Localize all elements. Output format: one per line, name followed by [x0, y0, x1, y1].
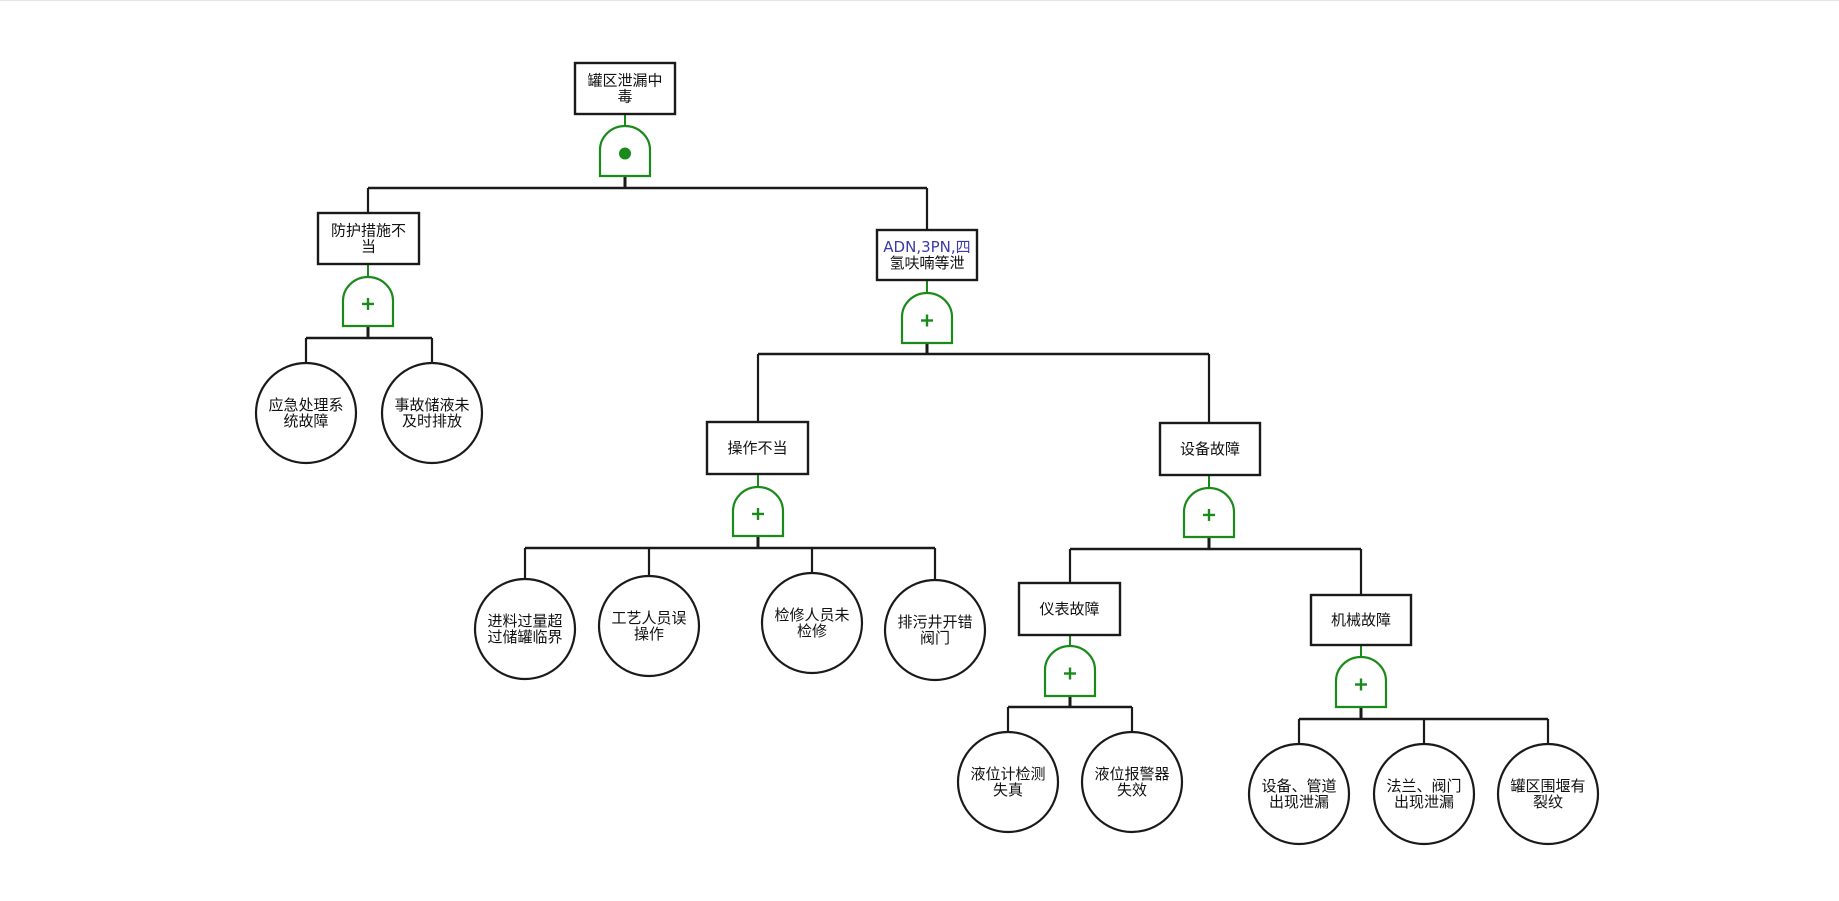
and-gate-dot-icon [619, 147, 631, 160]
basic-event-circle [883, 578, 987, 682]
event-box [1309, 593, 1413, 647]
event-label-line: 防护措施不 [331, 222, 406, 240]
intermediate-event-n3[interactable]: 操作不当 [705, 420, 810, 476]
or-gate-icon [900, 291, 954, 345]
event-label-line: 失真 [993, 781, 1023, 799]
event-label-line: 检修人员未 [774, 606, 849, 624]
event-label-line: 毒 [617, 88, 632, 106]
event-label-line: 罐区泄漏中 [587, 72, 662, 90]
and-gate-icon [598, 124, 652, 178]
event-label-line: 出现泄漏 [1394, 793, 1454, 811]
or-gate-icon [731, 485, 785, 538]
event-label-line: 当 [361, 238, 376, 256]
event-label-line: 排污井开错 [897, 613, 972, 631]
or-gate-icon [341, 275, 395, 328]
basic-event-circle [956, 730, 1060, 834]
event-label-line: 裂纹 [1533, 793, 1563, 811]
connector-lines [304, 114, 1550, 744]
basic-event-circle [254, 361, 358, 465]
event-label-line: 法兰、阀门 [1386, 777, 1461, 795]
or-gate-icon [1182, 486, 1236, 539]
event-label-line: 设备故障 [1180, 440, 1240, 458]
event-box [705, 420, 810, 476]
event-label-line: 仪表故障 [1039, 600, 1099, 618]
event-label-line: 操作 [634, 625, 664, 643]
event-label-line: 统故障 [283, 412, 328, 430]
basic-event-circle [760, 571, 864, 675]
intermediate-event-n5[interactable]: 仪表故障 [1017, 581, 1122, 637]
top-border [0, 0, 1839, 1]
event-nodes: 罐区泄漏中毒防护措施不当应急处理系统故障事故储液未及时排放ADN,3PN,四氢呋… [254, 61, 1600, 846]
event-label-line: 失效 [1117, 781, 1147, 799]
intermediate-event-n6[interactable]: 机械故障 [1309, 593, 1413, 647]
event-label-line: 出现泄漏 [1269, 793, 1329, 811]
event-box [1017, 581, 1122, 637]
or-gate-icon [1334, 655, 1388, 709]
event-label-line: 罐区围堰有 [1510, 777, 1585, 795]
or-gate-icon [1043, 644, 1097, 698]
event-label-line: ADN,3PN,四 [883, 238, 970, 256]
event-label-line: 工艺人员误 [611, 609, 686, 627]
event-label-line: 过储罐临界 [487, 628, 562, 646]
event-label-line: 应急处理系 [268, 396, 343, 414]
event-label-line: 液位计检测 [970, 765, 1045, 783]
basic-event-circle [473, 577, 577, 681]
event-label-line: 检修 [797, 622, 827, 640]
event-box [573, 61, 677, 116]
basic-event-circle [597, 574, 701, 678]
intermediate-event-n4[interactable]: 设备故障 [1158, 421, 1262, 477]
event-label-line: 阀门 [920, 629, 950, 647]
event-label-line: 操作不当 [727, 439, 787, 457]
event-label-line: 液位报警器 [1094, 765, 1169, 783]
event-label-line: 进料过量超 [487, 612, 562, 630]
event-label-line: 机械故障 [1331, 611, 1391, 629]
logic-gates [341, 124, 1388, 709]
event-label-line: 设备、管道 [1261, 777, 1336, 795]
event-label-line: 氢呋喃等泄 [889, 254, 964, 272]
basic-event-circle [1080, 730, 1184, 834]
event-box [316, 211, 421, 266]
basic-event-circle [1372, 742, 1476, 846]
event-box [875, 228, 979, 282]
event-label-line: 及时排放 [402, 412, 462, 430]
basic-event-circle [1247, 742, 1351, 846]
basic-event-circle [380, 361, 484, 465]
event-box [1158, 421, 1262, 477]
basic-event-circle [1496, 742, 1600, 846]
event-label-line: 事故储液未 [394, 396, 469, 414]
